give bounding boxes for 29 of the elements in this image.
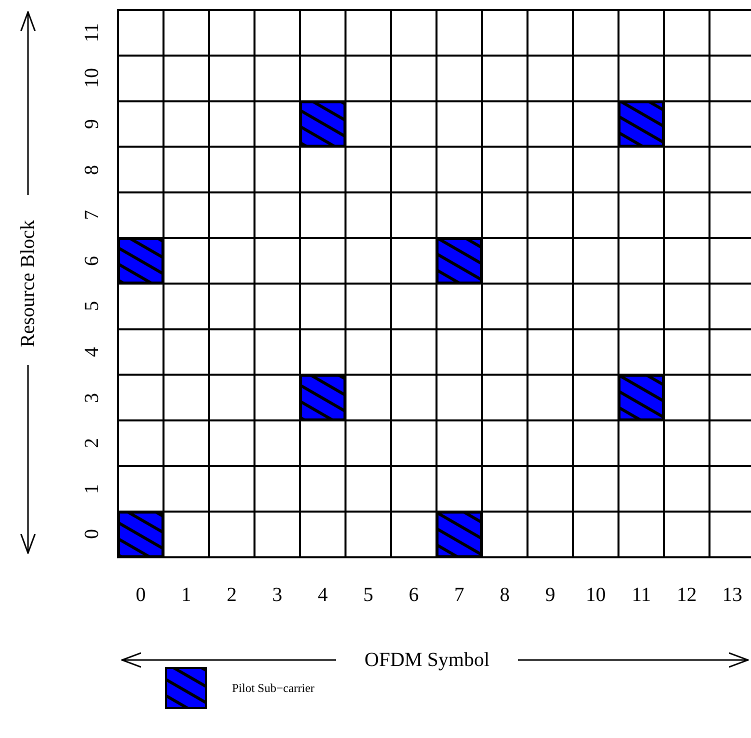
- column-number: 12: [676, 585, 697, 605]
- row-number: 9: [82, 119, 102, 129]
- row-number: 7: [82, 210, 102, 220]
- column-number: 11: [632, 585, 652, 605]
- row-number: 6: [82, 256, 102, 266]
- column-number: 2: [226, 585, 237, 605]
- column-number: 7: [454, 585, 464, 605]
- column-number: 6: [408, 585, 419, 605]
- row-number: 4: [82, 347, 102, 357]
- axis-title: Resource Block: [18, 220, 38, 347]
- column-number: 10: [586, 585, 606, 605]
- column-number: 8: [500, 585, 510, 605]
- row-number: 1: [82, 484, 102, 494]
- column-number: 4: [318, 585, 328, 605]
- column-number: 5: [363, 585, 374, 605]
- row-number: 10: [82, 68, 102, 88]
- row-number: 0: [82, 529, 102, 540]
- row-number: 11: [82, 23, 102, 43]
- row-number: 8: [82, 164, 102, 175]
- axis-title: OFDM Symbol: [364, 650, 490, 670]
- column-number: 9: [545, 585, 556, 605]
- row-number: 3: [82, 392, 102, 403]
- legend-label: Pilot Sub−carrier: [232, 682, 314, 694]
- row-number: 5: [82, 301, 102, 312]
- column-number: 0: [136, 585, 146, 605]
- column-number: 1: [181, 585, 192, 605]
- row-number: 2: [82, 438, 102, 448]
- column-number: 13: [722, 585, 742, 605]
- column-number: 3: [272, 585, 282, 605]
